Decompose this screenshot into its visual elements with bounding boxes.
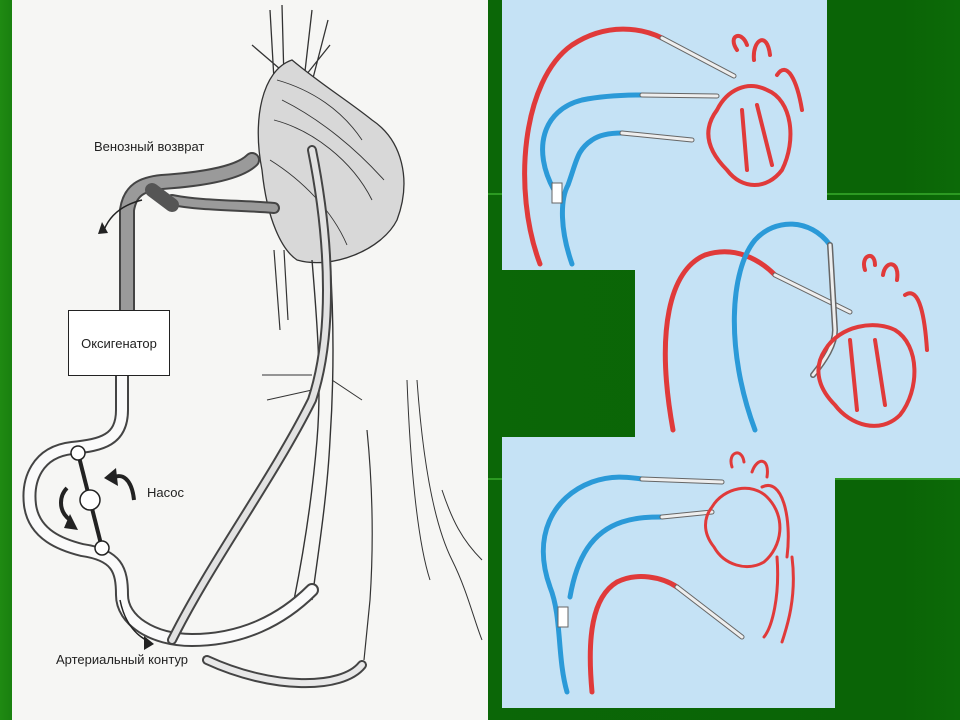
- variant-drawing: [662, 221, 929, 433]
- arterial-tube: [522, 26, 665, 267]
- descending-aorta: [293, 259, 320, 601]
- venous-flow-arrow-icon: [103, 199, 143, 231]
- y-connector: [551, 182, 563, 204]
- aortic-cannula: [169, 147, 330, 643]
- leg-vessel-outline: [406, 379, 483, 641]
- femoral-artery: [363, 429, 373, 661]
- arterial-line: [24, 371, 317, 646]
- y-connector: [557, 606, 569, 628]
- cannulation-variant-middle: [635, 200, 960, 478]
- heart-hatching: [269, 79, 385, 246]
- arterial-circuit-label: Артериальный контур: [55, 652, 189, 667]
- arterial-tube: [587, 574, 680, 695]
- venous-return-label: Венозный возврат: [94, 139, 205, 154]
- circuit-drawing: [22, 4, 483, 689]
- vena-cava-inferior: [273, 249, 289, 331]
- femoral-cannula: [204, 657, 365, 687]
- venous-line: [121, 154, 258, 316]
- bypass-circuit-diagram: Венозный возврат Оксигенатор Насос Артер…: [12, 0, 488, 720]
- heart-outline: [257, 59, 405, 264]
- variant-drawing: [540, 451, 795, 695]
- heart-outline: [704, 451, 795, 644]
- arrow-head-icon: [104, 468, 118, 486]
- variant-drawing: [522, 26, 804, 267]
- heart-outline: [706, 34, 804, 187]
- arrow-head-icon: [64, 514, 78, 530]
- renal-branches: [262, 374, 363, 401]
- venous-tube: [540, 92, 645, 193]
- great-vessels: [251, 4, 331, 83]
- heart-outline: [816, 254, 929, 428]
- oxygenator-box: Оксигенатор: [68, 310, 170, 376]
- arterial-tube: [662, 249, 778, 433]
- arterial-line-outline: [22, 369, 319, 648]
- roller-pump: [70, 445, 110, 556]
- pump-label: Насос: [147, 485, 184, 500]
- venous-tube: [540, 474, 645, 695]
- venous-tube: [731, 221, 833, 433]
- venous-connector: [145, 183, 179, 212]
- cannulation-variant-bottom: [502, 437, 835, 708]
